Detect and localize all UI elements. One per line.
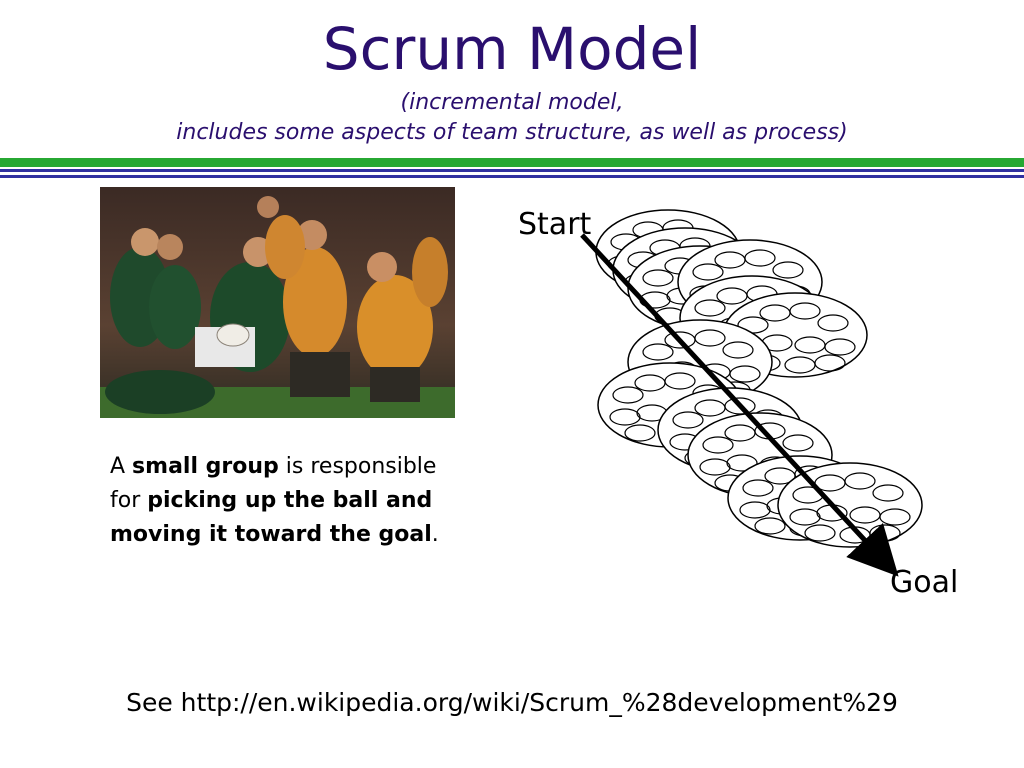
- oval-dot: [694, 299, 726, 317]
- desc-bold-picking-up: picking up the ball and moving it toward…: [110, 488, 433, 547]
- oval-dot: [744, 249, 776, 267]
- oval-dot: [729, 365, 761, 383]
- oval-dot: [664, 372, 696, 390]
- slide-subtitle-line2: includes some aspects of team structure,…: [176, 120, 848, 145]
- blue-divider-top: [0, 169, 1024, 172]
- desc-text-2: is responsible for: [110, 454, 437, 513]
- oval-dot: [754, 517, 786, 535]
- oval-dot: [642, 269, 674, 287]
- green-divider: [0, 158, 1024, 167]
- oval-dot: [702, 436, 734, 454]
- slide-subtitle-line1: (incremental model,: [400, 90, 624, 115]
- oval-dot: [642, 343, 674, 361]
- oval-dot: [726, 454, 758, 472]
- oval-dot: [672, 411, 704, 429]
- oval-dot: [722, 341, 754, 359]
- oval-dot: [692, 263, 724, 281]
- oval-dot: [782, 434, 814, 452]
- oval-dot: [612, 386, 644, 404]
- oval-dot: [817, 314, 849, 332]
- start-to-goal-arrow: [580, 233, 899, 577]
- oval-dot: [739, 501, 771, 519]
- sprint-oval: [777, 462, 923, 548]
- oval-dot: [824, 338, 856, 356]
- sprint-ovals: [595, 209, 923, 548]
- slide-title: Scrum Model: [322, 15, 702, 83]
- desc-text-3: .: [431, 522, 439, 547]
- scrum-diagram: Start Goal: [518, 207, 958, 600]
- blue-divider-bottom: [0, 175, 1024, 178]
- oval-dot: [789, 302, 821, 320]
- oval-dot: [742, 479, 774, 497]
- oval-dot: [814, 354, 846, 372]
- oval-dot: [844, 472, 876, 490]
- oval-dot: [789, 508, 821, 526]
- desc-bold-small-group: small group: [132, 454, 279, 479]
- description-text: A small group is responsible for picking…: [110, 450, 440, 552]
- oval-dot: [694, 329, 726, 347]
- oval-dot: [624, 424, 656, 442]
- oval-dot: [804, 524, 836, 542]
- oval-dot: [699, 458, 731, 476]
- goal-label: Goal: [890, 565, 958, 600]
- start-label: Start: [518, 207, 592, 242]
- desc-text-1: A: [110, 454, 133, 479]
- footer-reference-link[interactable]: See http://en.wikipedia.org/wiki/Scrum_%…: [126, 688, 898, 717]
- oval-dot: [772, 261, 804, 279]
- rugby-scrum-photo: [100, 187, 455, 418]
- oval-dot: [609, 408, 641, 426]
- oval-dot: [872, 484, 904, 502]
